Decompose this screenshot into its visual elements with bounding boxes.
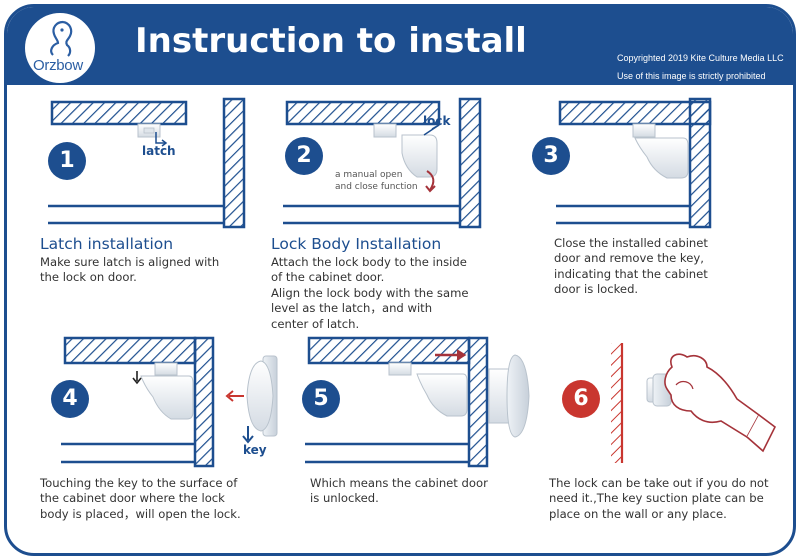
usage-notice: Use of this image is strictly prohibited	[617, 71, 766, 81]
step-6-description: The lock can be take out if you do not n…	[549, 476, 769, 521]
key-label: key	[243, 443, 267, 457]
latch-label: latch	[142, 144, 176, 158]
step-1-description: Make sure latch is aligned with the lock…	[40, 255, 220, 285]
step-5-number: 5	[302, 380, 340, 418]
step-4-description: Touching the key to the surface of the c…	[40, 476, 241, 521]
step-1-number: 1	[48, 142, 86, 180]
illustration-key-unlock	[61, 336, 278, 468]
manual-function-note: a manual open and close function	[335, 170, 418, 192]
illustration-locked-door	[556, 97, 712, 229]
step-2-heading: Lock Body Installation	[271, 235, 442, 253]
step-2-description: Attach the lock body to the inside of th…	[271, 255, 469, 331]
illustration-latch-installation	[48, 97, 246, 229]
step-4-number: 4	[51, 380, 89, 418]
copyright-notice: Copyrighted 2019 Kite Culture Media LLC	[617, 53, 784, 63]
page-title: Instruction to install	[135, 21, 527, 61]
instruction-card: Orzbow Instruction to install Copyrighte…	[4, 4, 796, 556]
illustration-lock-body-installation	[283, 97, 482, 229]
illustration-remove-key-plate	[611, 343, 777, 463]
step-6-number: 6	[562, 380, 600, 418]
illustrations	[48, 97, 777, 468]
step-1-heading: Latch installation	[40, 235, 174, 253]
brand-logo: Orzbow	[25, 13, 95, 83]
brand-name: Orzbow	[33, 57, 83, 74]
step-3-number: 3	[532, 137, 570, 175]
lock-label: lock	[423, 114, 451, 128]
header-bar: Orzbow Instruction to install Copyrighte…	[7, 7, 793, 85]
illustration-door-unlocked	[305, 336, 530, 468]
step-3-description: Close the installed cabinet door and rem…	[554, 236, 708, 297]
step-5-description: Which means the cabinet door is unlocked…	[310, 476, 488, 506]
baby-logo-icon	[50, 20, 73, 57]
step-2-number: 2	[285, 137, 323, 175]
